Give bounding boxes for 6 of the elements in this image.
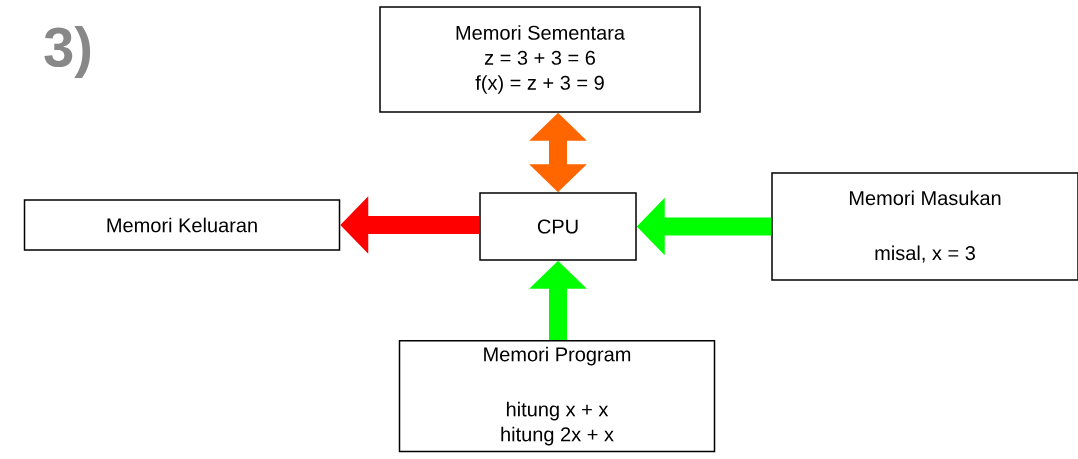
memory-box: Memori Program hitung x + x hitung 2x + x: [398, 340, 716, 453]
cpu-box: CPU: [479, 192, 637, 261]
figure-number: 3): [44, 25, 91, 79]
memory-box: Memori Sementara z = 3 + 3 = 6 f(x) = z + 3 = 9: [379, 6, 701, 113]
memory-box: Memori Keluaran: [23, 199, 341, 251]
memory-box: Memori Masukan misal, x = 3: [771, 172, 1078, 281]
